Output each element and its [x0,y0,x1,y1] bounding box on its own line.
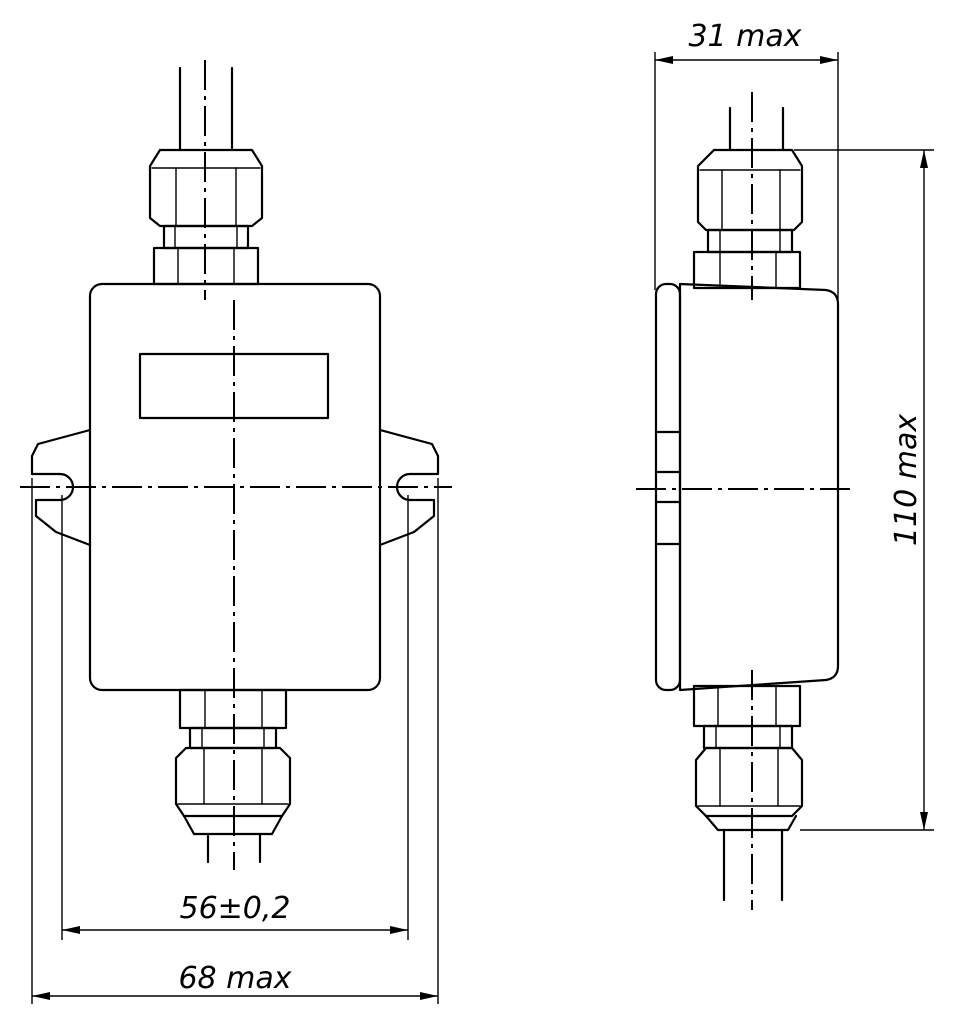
side-bottom-gland-base [692,684,802,728]
height-label: 110 max [889,414,924,546]
side-top-gland-base [692,250,802,290]
side-top-gland-nut [696,148,804,232]
front-view: 56±0,2 68 max [20,60,452,1004]
front-bottom-cable [206,832,262,864]
depth-label: 31 max [688,19,801,54]
side-cover-panel [654,282,682,692]
side-bottom-cable [722,828,784,902]
side-mounting-ear [654,430,682,546]
front-top-cable [178,66,234,152]
depth-dimension: 31 max [654,19,839,300]
side-bottom-gland-neck [702,724,794,750]
side-bottom-gland-nut [694,746,804,832]
overall-width-label: 68 max [178,961,291,996]
side-housing [678,282,840,692]
side-view: 31 max 110 max [636,19,934,910]
hole-spacing-label: 56±0,2 [179,891,290,926]
side-top-cable [728,106,785,152]
height-dimension: 110 max [794,149,934,831]
hole-spacing-dimension: 56±0,2 [61,495,409,940]
overall-width-dimension: 68 max [31,478,439,1004]
side-top-gland-neck [706,228,794,254]
